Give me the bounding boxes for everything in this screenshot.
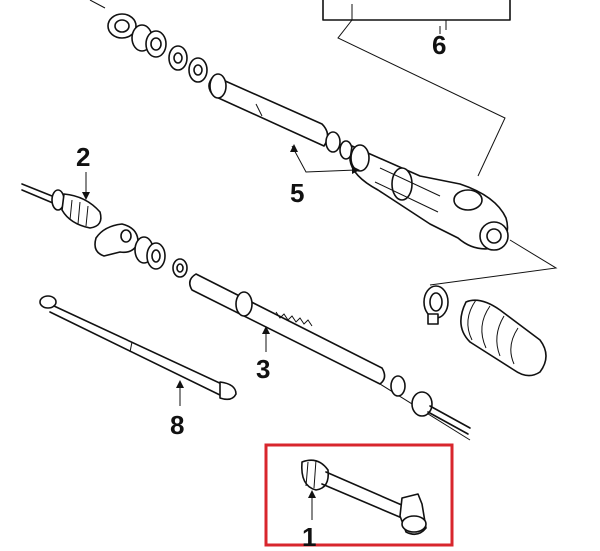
part-5-tube xyxy=(208,73,353,160)
top-bushings xyxy=(107,13,208,83)
left-bushings xyxy=(94,223,188,278)
boot-leader xyxy=(429,239,558,286)
callout-1: 1 xyxy=(302,522,316,551)
part-6-box xyxy=(322,0,511,30)
part-1-tie-rod-end xyxy=(300,459,427,536)
leader-arrows xyxy=(82,26,441,520)
highlight-box xyxy=(264,443,454,547)
callout-6: 6 xyxy=(432,30,446,60)
right-boot xyxy=(423,285,547,377)
part-6-leaders xyxy=(89,0,506,177)
callout-3: 3 xyxy=(256,354,270,384)
gear-housing xyxy=(349,144,509,251)
part-2-tie-rod-end xyxy=(21,183,102,229)
callout-5: 5 xyxy=(290,178,304,208)
callout-8: 8 xyxy=(170,410,184,440)
callout-2: 2 xyxy=(76,142,90,172)
rack-end-parts xyxy=(390,375,471,435)
part-8-tie-rod xyxy=(39,295,237,401)
